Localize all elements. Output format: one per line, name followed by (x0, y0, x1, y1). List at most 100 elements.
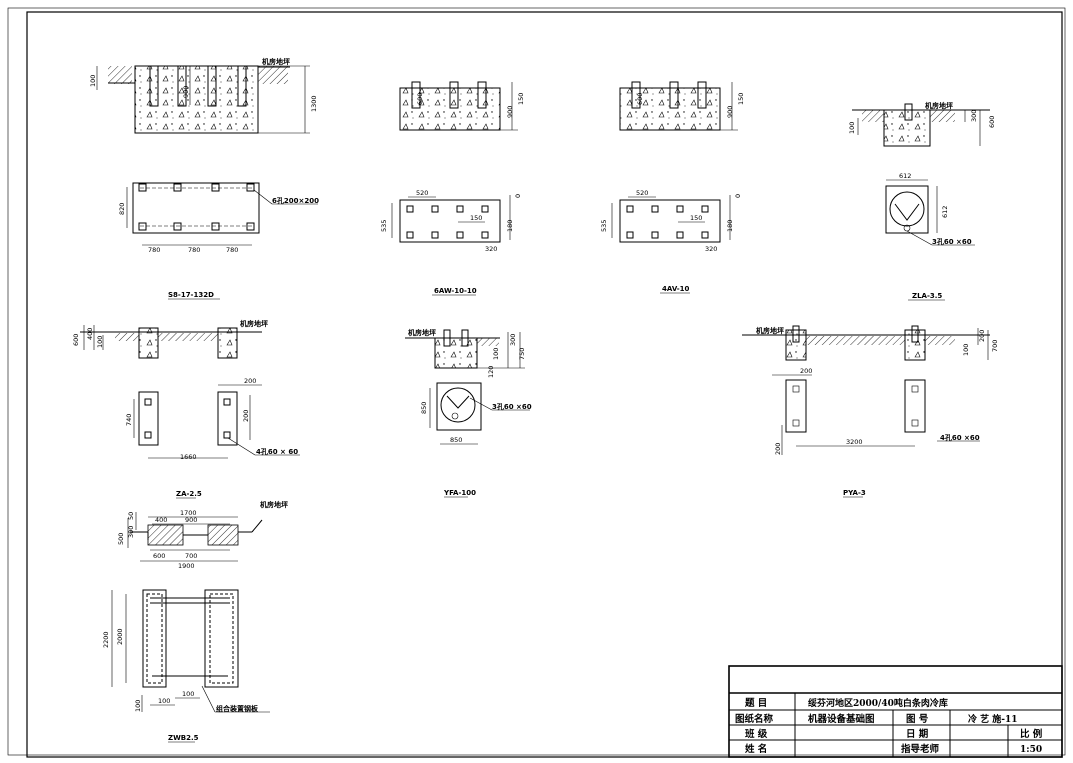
svg-text:150: 150 (737, 93, 745, 105)
caption-4av: 4AV-10 (662, 285, 689, 293)
svg-text:600: 600 (988, 116, 996, 128)
svg-text:820: 820 (118, 203, 126, 215)
caption-zwb: ZWB2.5 (168, 734, 199, 742)
svg-text:780: 780 (226, 246, 238, 254)
svg-text:200: 200 (978, 330, 986, 342)
drawing-name-label: 图纸名称 (735, 713, 774, 725)
svg-text:520: 520 (636, 189, 648, 197)
caption-zla: ZLA-3.5 (912, 292, 942, 300)
svg-text:320: 320 (705, 245, 717, 253)
date-label: 日 期 (906, 728, 928, 740)
svg-text:300: 300 (509, 334, 517, 346)
advisor-label: 指导老师 (901, 743, 940, 755)
svg-text:3200: 3200 (846, 438, 863, 446)
svg-text:200: 200 (800, 367, 812, 375)
caption-za: ZA-2.5 (176, 490, 202, 498)
svg-text:150: 150 (517, 93, 525, 105)
svg-text:1900: 1900 (178, 562, 195, 570)
hole-spec: 6孔200×200 (272, 196, 319, 205)
svg-text:机房地坪: 机房地坪 (240, 319, 268, 328)
caption-s8: S8-17-132D (168, 291, 214, 299)
svg-text:750: 750 (518, 348, 526, 360)
svg-text:100: 100 (848, 122, 856, 134)
caption-pya: PYA-3 (843, 489, 866, 497)
svg-text:780: 780 (148, 246, 160, 254)
drawing-za-2-5: 机房地坪 600 400 100 200 740 200 1660 4孔60 ×… (72, 319, 300, 499)
svg-text:200: 200 (774, 443, 782, 455)
svg-text:700: 700 (991, 340, 999, 352)
floor-label: 机房地坪 (262, 57, 290, 66)
subject-label: 题 目 (745, 697, 767, 709)
svg-text:3孔60 ×60: 3孔60 ×60 (932, 237, 972, 246)
svg-text:780: 780 (188, 246, 200, 254)
svg-text:100: 100 (492, 348, 500, 360)
svg-text:600: 600 (72, 334, 80, 346)
subject-value: 绥芬河地区2000/40吨白条肉冷库 (808, 697, 948, 709)
svg-text:150: 150 (690, 214, 702, 222)
svg-text:850: 850 (420, 402, 428, 414)
svg-text:700: 700 (185, 552, 197, 560)
svg-text:200: 200 (244, 377, 256, 385)
drawing-6aw-10-10: 600 150 900 520 0 150 535 180 320 6AW-10… (380, 81, 525, 296)
svg-text:612: 612 (899, 172, 911, 180)
svg-text:180: 180 (726, 220, 734, 232)
svg-text:1700: 1700 (180, 509, 197, 517)
svg-text:400: 400 (155, 516, 167, 524)
svg-text:300: 300 (970, 110, 978, 122)
svg-text:100: 100 (182, 690, 194, 698)
svg-text:740: 740 (125, 414, 133, 426)
svg-text:100: 100 (89, 75, 97, 87)
svg-text:4孔60 ×60: 4孔60 ×60 (940, 433, 980, 442)
svg-text:100: 100 (96, 336, 104, 348)
svg-text:500: 500 (117, 533, 125, 545)
svg-text:50: 50 (127, 512, 135, 520)
svg-text:机房地坪: 机房地坪 (260, 500, 288, 509)
svg-text:320: 320 (485, 245, 497, 253)
svg-text:机房地坪: 机房地坪 (756, 326, 784, 335)
svg-text:300: 300 (127, 526, 135, 538)
svg-text:200: 200 (242, 410, 250, 422)
drawing-zwb2-5: 机房地坪 1700 400 900 50 300 500 600 700 190… (102, 500, 288, 743)
svg-text:612: 612 (941, 206, 949, 218)
svg-text:4孔60 × 60: 4孔60 × 60 (256, 447, 298, 456)
svg-text:机房地坪: 机房地坪 (925, 101, 953, 110)
inner-border (26, 11, 1063, 758)
drawing-no-label: 图 号 (906, 714, 929, 725)
svg-text:180: 180 (506, 220, 514, 232)
svg-text:600: 600 (153, 552, 165, 560)
drawing-zla-3-5: 机房地坪 100 300 600 612 612 3孔60 ×60 ZLA-3.… (848, 101, 996, 301)
svg-text:2000: 2000 (116, 628, 124, 645)
svg-text:3孔60 ×60: 3孔60 ×60 (492, 402, 532, 411)
name-label: 姓 名 (744, 743, 767, 755)
outer-border (7, 7, 1066, 756)
svg-text:600: 600 (636, 93, 644, 105)
svg-text:0: 0 (514, 194, 522, 198)
svg-text:850: 850 (450, 436, 462, 444)
drawing-no-value: 冷 艺 施-11 (968, 713, 1018, 725)
svg-text:535: 535 (380, 220, 388, 232)
class-label: 班 级 (745, 728, 768, 740)
svg-text:900: 900 (726, 106, 734, 118)
svg-text:0: 0 (734, 194, 742, 198)
svg-text:400: 400 (86, 328, 94, 340)
svg-text:600: 600 (416, 93, 424, 105)
svg-text:100: 100 (962, 344, 970, 356)
svg-text:机房地坪: 机房地坪 (408, 328, 436, 337)
drawing-s8-17-132d: 机房地坪 100 900 1300 820 780 780 780 6孔200×… (89, 57, 319, 300)
svg-text:900: 900 (506, 106, 514, 118)
svg-text:520: 520 (416, 189, 428, 197)
drawing-name-value: 机器设备基础图 (808, 713, 875, 725)
svg-text:1660: 1660 (180, 453, 197, 461)
svg-text:120: 120 (487, 366, 495, 378)
drawing-yfa-100: 机房地坪 100 300 750 120 850 850 3孔60 ×60 YF… (405, 328, 532, 498)
svg-text:组合装置钢板: 组合装置钢板 (216, 704, 259, 713)
svg-text:1300: 1300 (310, 95, 318, 112)
svg-text:2200: 2200 (102, 631, 110, 648)
caption-6aw: 6AW-10-10 (434, 287, 477, 295)
scale-value: 1:50 (1020, 745, 1042, 755)
svg-text:900: 900 (185, 516, 197, 524)
scale-label: 比 例 (1020, 728, 1042, 740)
svg-text:535: 535 (600, 220, 608, 232)
svg-text:150: 150 (470, 214, 482, 222)
